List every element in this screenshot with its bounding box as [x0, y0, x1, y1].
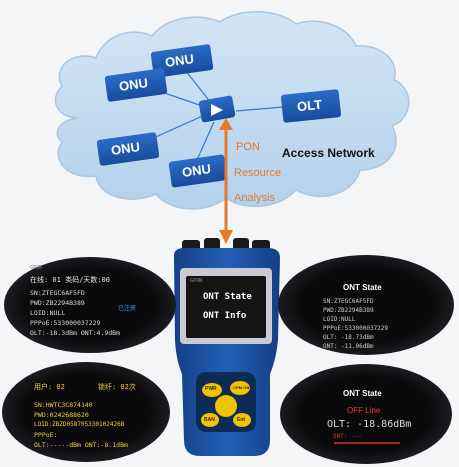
- onu-bottom-box: [168, 154, 228, 188]
- onu-top-box: [150, 44, 214, 78]
- device-screen-tag: GPON: [190, 278, 203, 284]
- panel-line: PPPoE:: [34, 431, 58, 439]
- device-menu-ont-state[interactable]: ONT State: [203, 292, 252, 302]
- olt-power: OLT: -18.86dBm: [327, 419, 412, 430]
- analysis-line-1: PON: [236, 141, 260, 153]
- opm-ont-button[interactable]: OPM ONT: [233, 385, 252, 390]
- offline-status: OFF Line: [347, 406, 381, 415]
- panel-line: OLT: -18.73dBm: [323, 334, 374, 341]
- access-network-label: Access Network: [282, 146, 375, 160]
- panel-line: PWD:ZB2294B389: [30, 299, 85, 307]
- olt-box: [280, 89, 342, 123]
- onu-bottom-left-box: [96, 132, 160, 166]
- panel-line: PPPoE:533000037229: [30, 319, 101, 327]
- olt-label: OLT: [296, 96, 323, 115]
- panel-bottom-right-bg: [280, 364, 452, 464]
- panel-line: PWD:ZB2294B389: [323, 307, 374, 314]
- analysis-line-3: Analysis: [234, 192, 275, 204]
- panel-header-left: 用户: 02: [34, 383, 65, 391]
- panel-line: PWD:0242688620: [34, 411, 89, 419]
- panel-line: SN:ZTEGC6AF5FD: [30, 289, 85, 297]
- ban-button[interactable]: BAN: [204, 417, 215, 423]
- analysis-arrow: [219, 118, 233, 244]
- pwr-button[interactable]: PWR: [205, 386, 217, 392]
- panel-line: SN:ZTEGC6AF5FD: [323, 298, 374, 305]
- panel-header: GPON: [30, 265, 43, 271]
- ent-button[interactable]: Ent: [237, 417, 246, 423]
- panel-line: OLT:-----dBm ONT:-8.1dBm: [34, 441, 128, 449]
- registered-badge: 已注册: [118, 305, 137, 312]
- panel-line: SN:HWTC3C874140: [34, 401, 93, 409]
- panel-line: LOID:ZBZD058705330102426B: [34, 421, 125, 428]
- panel-header-right: 锁纤: 02次: [98, 383, 136, 391]
- panel-line: ONT: -11.06dBm: [323, 343, 374, 350]
- splitter-icon: [198, 95, 236, 123]
- panel-line: OLT:-18.3dBm ONT:4.9dBm: [30, 329, 121, 337]
- panel-title: ONT State: [343, 283, 382, 292]
- panel-bottom-left-bg: [2, 362, 170, 462]
- panel-top-left-bg: [4, 257, 176, 353]
- ont-power: ONT: ---: [333, 433, 362, 440]
- device-menu-ont-info[interactable]: ONT Info: [203, 311, 247, 321]
- panel-line: PPPoE:533000037229: [323, 325, 389, 332]
- tester-device: [174, 238, 280, 456]
- panel-line: 在线: 01 类码/天数:00: [30, 276, 110, 284]
- analysis-line-2: Resource: [234, 167, 282, 179]
- panel-top-right-bg: [278, 255, 454, 355]
- onu-left-box: [104, 68, 168, 102]
- panel-line: LOID:NULL: [30, 309, 66, 317]
- panel-title: ONT State: [343, 389, 382, 398]
- panel-line: LOID:NULL: [323, 316, 356, 323]
